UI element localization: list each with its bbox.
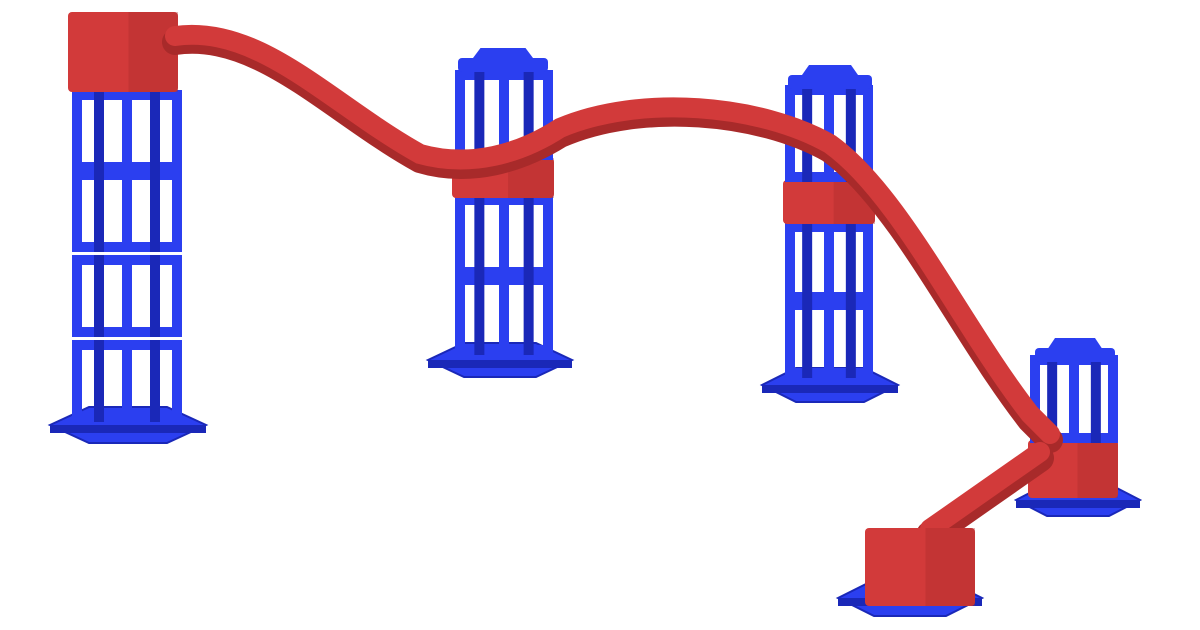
tower-4-red-block-shade xyxy=(1077,440,1118,498)
frame-post xyxy=(523,275,534,355)
frame-post xyxy=(150,255,160,337)
tower-3-cap xyxy=(788,75,872,89)
frame-post xyxy=(1047,355,1058,443)
frame-post xyxy=(150,340,160,422)
frame-post xyxy=(94,90,104,172)
frame-post xyxy=(122,170,132,252)
frame-post xyxy=(72,170,82,252)
frame-post xyxy=(172,170,182,252)
frame-post xyxy=(863,85,873,182)
frame-post xyxy=(474,275,485,355)
tower-2-frame xyxy=(455,195,553,277)
frame-post xyxy=(94,255,104,337)
tower-4-base-edge xyxy=(1016,500,1140,508)
tower-1-base-edge xyxy=(50,425,206,433)
frame-post xyxy=(824,300,834,378)
frame-post xyxy=(150,90,160,172)
frame-post xyxy=(499,195,509,277)
frame-post xyxy=(845,85,856,182)
frame-post xyxy=(1108,355,1118,443)
tower-3-frame xyxy=(785,222,873,302)
frame-post xyxy=(1069,355,1079,443)
track-upper xyxy=(165,24,1060,444)
tower-2-base-edge xyxy=(428,360,572,368)
frame-post xyxy=(172,90,182,172)
frame-post xyxy=(863,222,873,302)
tower-1-frame xyxy=(72,90,182,172)
frame-post xyxy=(72,340,82,422)
tower-2-cap xyxy=(458,58,548,72)
frame-post xyxy=(499,70,509,160)
end-cup-shade xyxy=(925,528,975,606)
frame-post xyxy=(802,222,813,302)
frame-post xyxy=(455,275,465,355)
frame-post xyxy=(1090,355,1101,443)
frame-post xyxy=(543,195,553,277)
tower-3-red-block xyxy=(783,180,875,224)
tower-1-frame xyxy=(72,170,182,252)
frame-post xyxy=(802,300,813,378)
tower-3-base-edge xyxy=(762,385,898,393)
tower-1-frame xyxy=(72,255,182,337)
frame-post xyxy=(172,255,182,337)
tower-2-cap-top xyxy=(473,48,533,58)
tower-1-red-cup xyxy=(68,12,178,92)
frame-post xyxy=(474,195,485,277)
frame-post xyxy=(122,90,132,172)
frame-post xyxy=(94,170,104,252)
tower-3-frame xyxy=(785,300,873,378)
frame-post xyxy=(455,70,465,160)
frame-post xyxy=(94,340,104,422)
frame-post xyxy=(543,275,553,355)
frame-post xyxy=(474,70,485,160)
frame-post xyxy=(845,222,856,302)
frame-post xyxy=(523,195,534,277)
frame-post xyxy=(824,222,834,302)
tower-4-cap xyxy=(1035,348,1115,362)
frame-post xyxy=(122,255,132,337)
frame-post xyxy=(150,170,160,252)
frame-post xyxy=(1030,355,1040,443)
frame-post xyxy=(172,340,182,422)
end-cup xyxy=(865,528,975,606)
frame-post xyxy=(523,70,534,160)
frame-post xyxy=(785,300,795,378)
tower-3-cap-top xyxy=(802,65,858,75)
frame-post xyxy=(122,340,132,422)
frame-post xyxy=(845,300,856,378)
tower-4-cap-top xyxy=(1048,338,1102,348)
frame-post xyxy=(72,90,82,172)
track-lower xyxy=(920,442,1050,539)
frame-post xyxy=(455,195,465,277)
frame-post xyxy=(499,275,509,355)
frame-post xyxy=(785,222,795,302)
tower-1-frame xyxy=(72,340,182,422)
tower-2-frame xyxy=(455,275,553,355)
frame-post xyxy=(543,70,553,160)
frame-post xyxy=(72,255,82,337)
frame-post xyxy=(863,300,873,378)
